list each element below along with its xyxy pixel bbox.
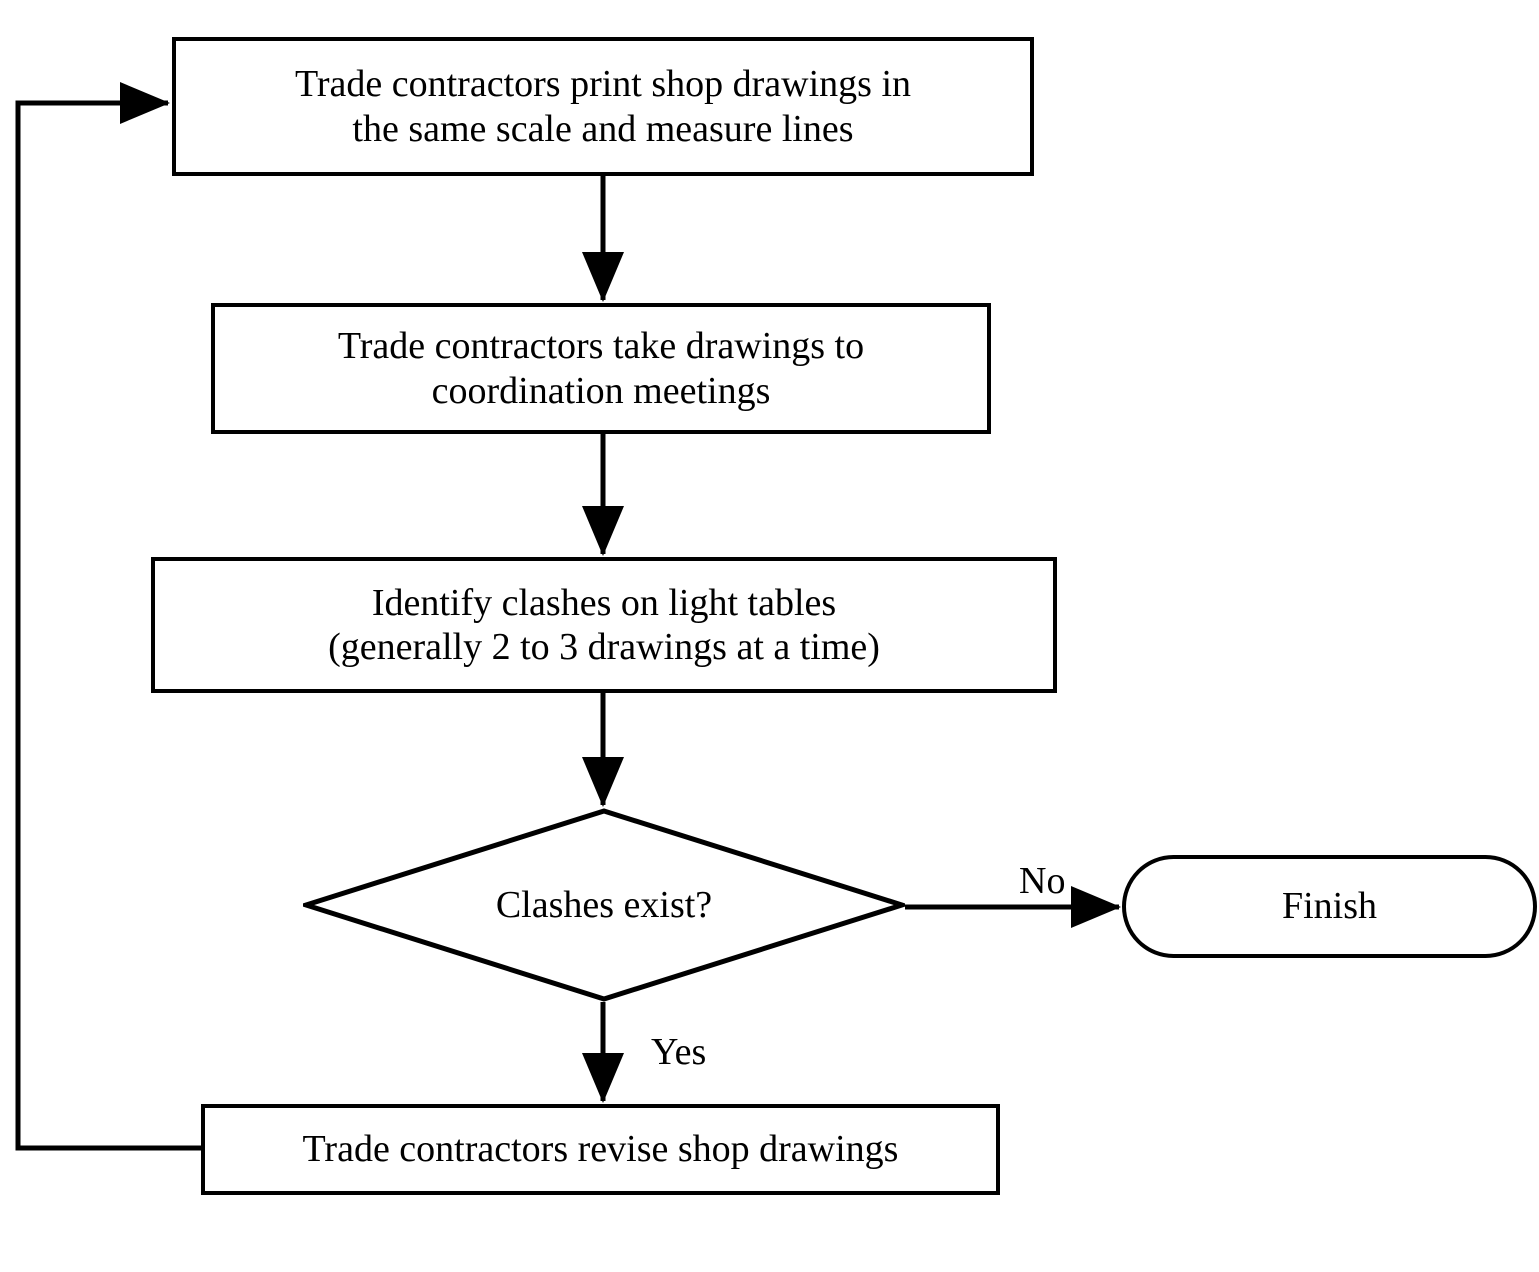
node-print-shop-drawings-label: Trade contractors print shop drawings in… <box>295 63 911 150</box>
node-take-drawings-to-meetings[interactable]: Trade contractors take drawings to coord… <box>211 303 991 434</box>
node-take-drawings-to-meetings-label: Trade contractors take drawings to coord… <box>337 325 865 412</box>
node-identify-clashes-label: Identify clashes on light tables (genera… <box>328 581 880 668</box>
edge-label-no: No <box>1019 860 1066 902</box>
node-revise-shop-drawings[interactable]: Trade contractors revise shop drawings <box>201 1104 1000 1195</box>
node-finish[interactable]: Finish <box>1122 855 1537 958</box>
node-finish-label: Finish <box>1281 885 1378 928</box>
decision-diamond-shape <box>303 808 905 1002</box>
node-identify-clashes[interactable]: Identify clashes on light tables (genera… <box>151 557 1057 693</box>
node-decision-clashes-exist[interactable]: Clashes exist? <box>303 808 905 1002</box>
edge-revise-feedback-loop <box>15 82 201 1151</box>
node-revise-shop-drawings-label: Trade contractors revise shop drawings <box>302 1128 899 1171</box>
node-print-shop-drawings[interactable]: Trade contractors print shop drawings in… <box>172 37 1034 176</box>
node-decision-clashes-exist-label: Clashes exist? <box>495 883 713 926</box>
edge-label-yes: Yes <box>651 1031 707 1073</box>
